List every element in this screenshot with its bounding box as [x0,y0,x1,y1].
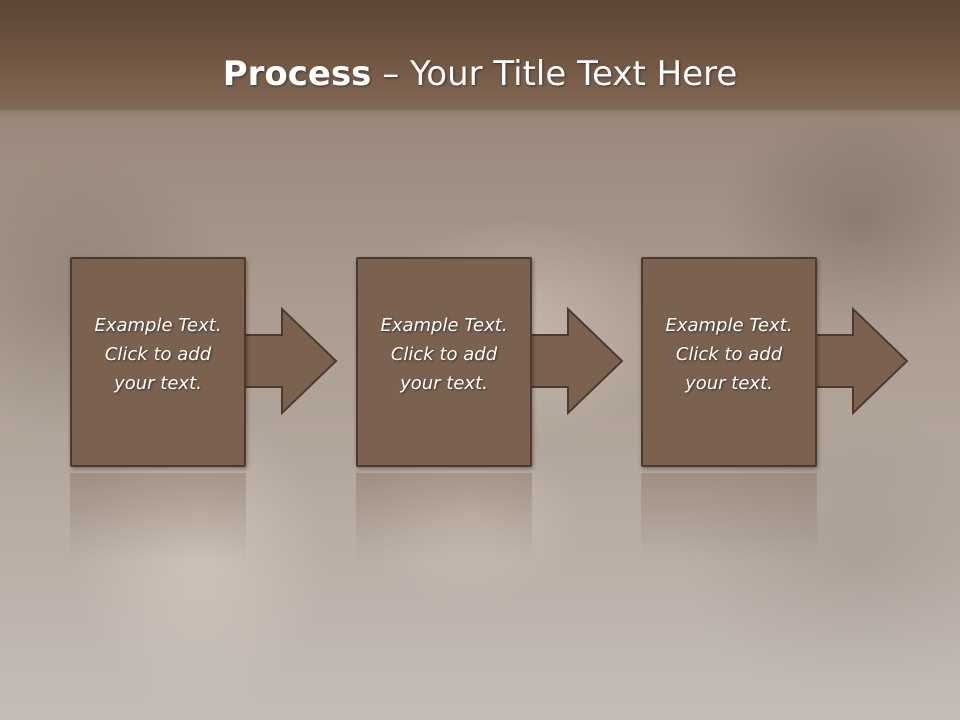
title-bar: Process – Your Title Text Here [0,0,960,118]
slide-title[interactable]: Process – Your Title Text Here [0,52,960,96]
slide-title-rest: – Your Title Text Here [371,54,738,94]
step-text-1: Example Text. Click to add your text. [94,315,222,394]
step-text-3: Example Text. Click to add your text. [665,315,793,394]
step-reflection-2 [356,473,532,563]
step-box-3[interactable]: Example Text. Click to add your text. [641,257,817,467]
step-reflection-3 [641,473,817,563]
slide-title-bold: Process [222,54,372,94]
process-step-3: Example Text. Click to add your text. [641,257,921,469]
step-text-2: Example Text. Click to add your text. [380,315,508,394]
arrow-right-icon [811,307,909,415]
step-box-1[interactable]: Example Text. Click to add your text. [70,257,246,467]
step-box-2[interactable]: Example Text. Click to add your text. [356,257,532,467]
arrow-right-icon [526,307,624,415]
arrow-right-icon [240,307,338,415]
step-reflection-1 [70,473,246,563]
process-step-2: Example Text. Click to add your text. [356,257,636,469]
process-step-1: Example Text. Click to add your text. [70,257,350,469]
